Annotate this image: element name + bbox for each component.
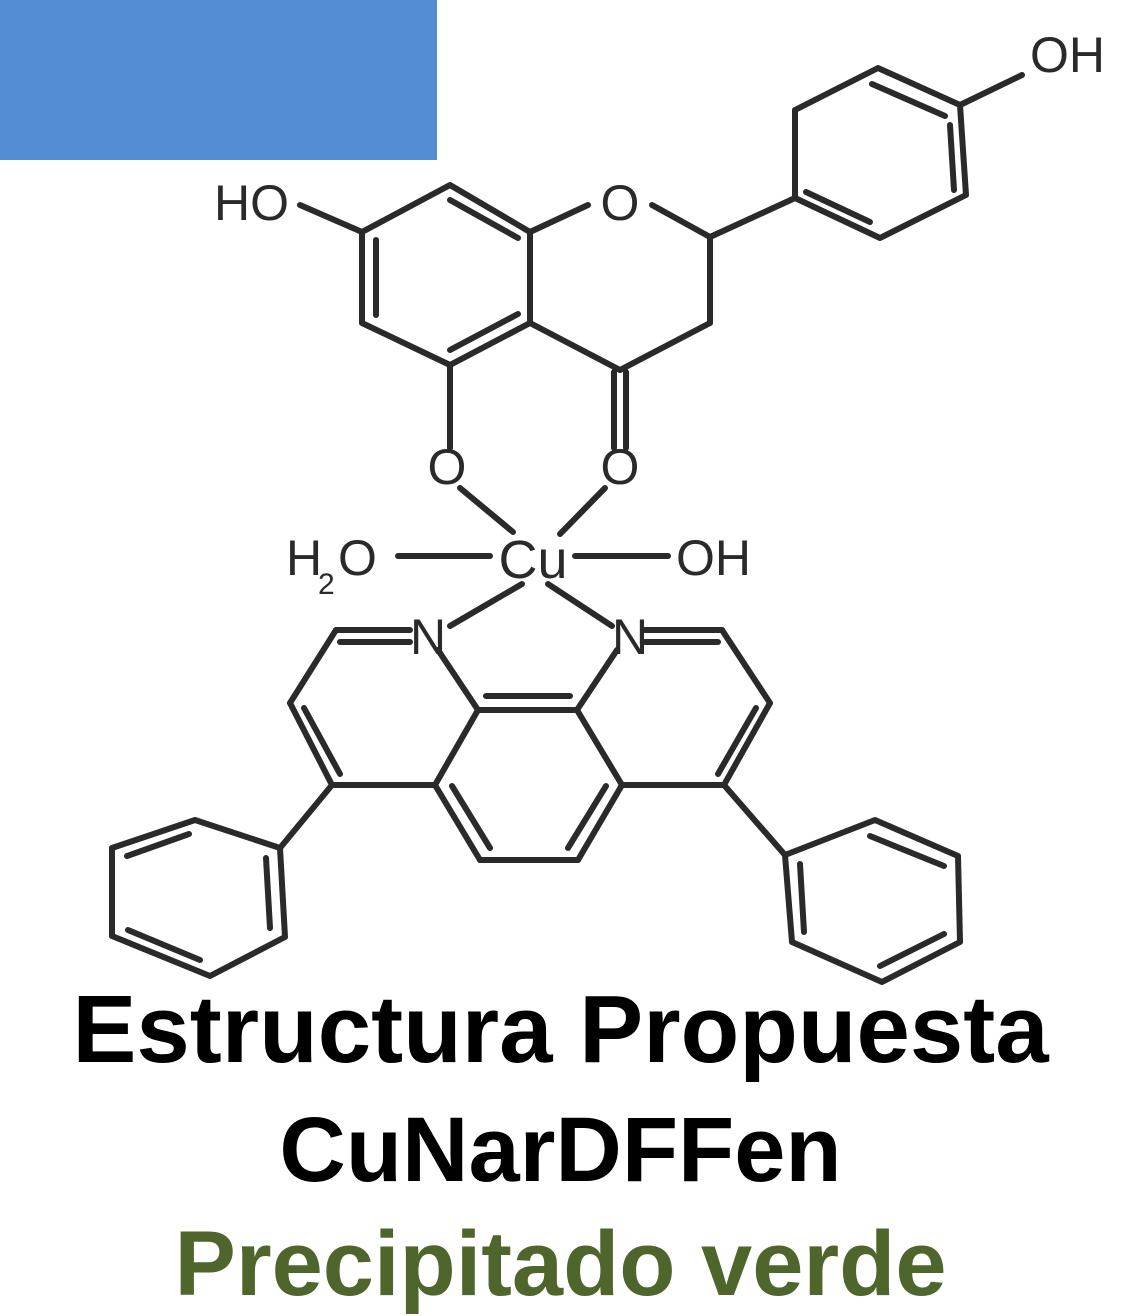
a-ring xyxy=(359,182,533,368)
left-phenyl-ring xyxy=(109,817,288,979)
bond-lines xyxy=(109,65,1025,985)
atom-water-h: H xyxy=(286,530,322,586)
atom-hydroxide: OH xyxy=(676,530,751,586)
atom-labels: OH HO O O O H 2 O Cu OH N N xyxy=(214,27,1105,665)
blue-rectangle xyxy=(0,0,437,160)
atom-ring-oxygen: O xyxy=(601,175,640,231)
atom-water-o: O xyxy=(338,530,377,586)
atom-oxygen-right: O xyxy=(601,439,640,495)
phenol-ring xyxy=(792,65,969,241)
atom-ho-left: HO xyxy=(214,175,289,231)
atom-copper: Cu xyxy=(498,530,567,590)
atom-oxygen-left: O xyxy=(428,439,467,495)
atom-nitrogen-left: N xyxy=(410,609,446,665)
atom-nitrogen-right: N xyxy=(612,609,648,665)
caption-precipitate: Precipitado verde xyxy=(174,1213,947,1315)
caption-compound-name: CuNarDFFen xyxy=(279,1099,842,1201)
chemical-structure: OH HO O O O H 2 O Cu OH N N xyxy=(109,27,1105,985)
atom-oh-top: OH xyxy=(1030,27,1105,83)
right-phenyl-ring xyxy=(782,817,963,985)
caption-title: Estructura Propuesta xyxy=(72,976,1049,1083)
atom-water-subscript: 2 xyxy=(318,568,335,601)
